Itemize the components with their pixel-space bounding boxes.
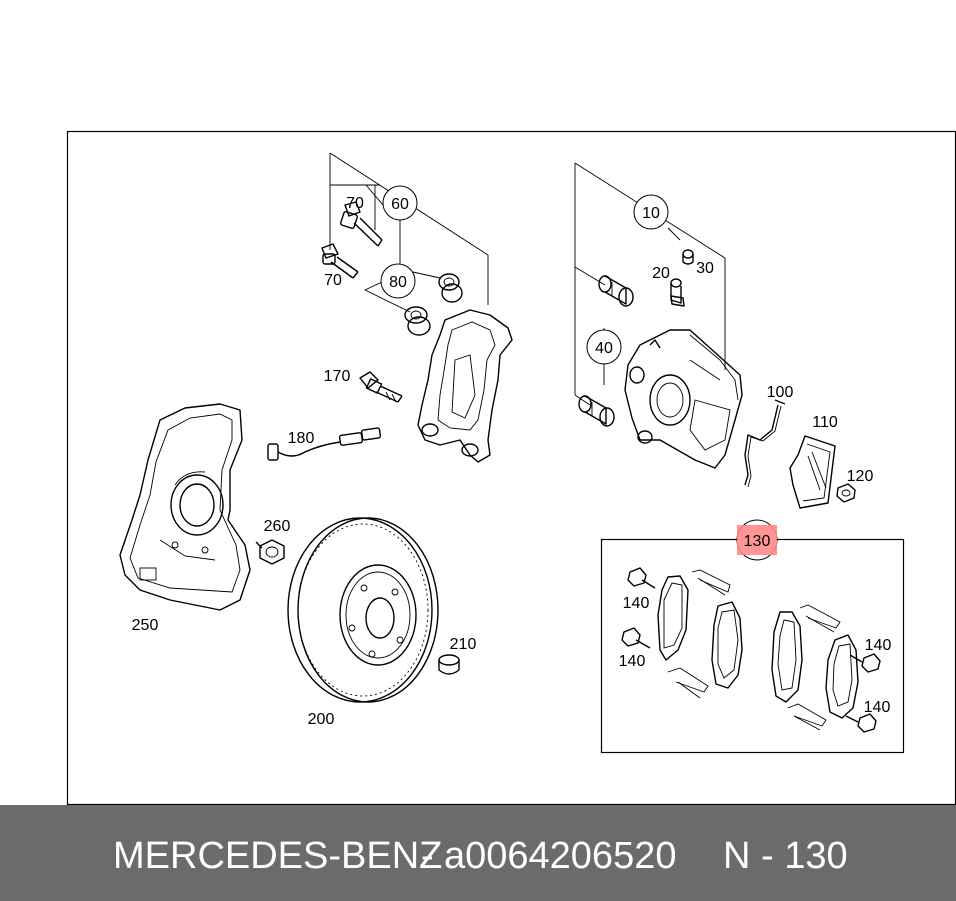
bolt-70-lower [321,243,359,279]
footer-separator: - [421,835,434,877]
pad-bolts-140 [621,567,881,733]
callout-circle-60 [382,185,418,221]
caliper-carrier [417,309,513,463]
diagram-position: N - 130 [723,835,848,877]
brake-caliper-10 [624,329,743,469]
bushing-80-b [404,306,431,336]
label-140-d: 140 [864,699,891,716]
callout-circle-40 [586,329,622,365]
callout-circle-80 [380,263,416,299]
label-10: 10 [642,205,660,222]
bolt-170 [359,371,403,403]
brake-pad-4 [825,634,859,719]
part-info-footer: MERCEDES-BENZ - a0064206520 N - 130 [0,805,956,901]
label-260: 260 [264,518,291,535]
plug-210 [438,654,460,675]
label-60: 60 [391,196,409,213]
label-250: 250 [132,617,159,634]
bleeder-20 [670,278,685,307]
label-140-c: 140 [865,637,892,654]
label-100: 100 [767,384,794,401]
label-30: 30 [696,260,714,277]
brake-pad-1 [657,575,689,661]
label-80: 80 [389,274,407,291]
label-120: 120 [847,468,874,485]
brand-name: MERCEDES-BENZ [113,835,443,877]
guide-pin-40-upper [598,275,634,307]
brake-pad-3 [771,611,803,703]
cover-plate-110 [789,435,836,509]
diagram-frame [66,130,956,805]
highlight-130 [737,525,777,555]
spring-clip-100 [744,399,786,488]
brake-disc-200 [287,517,439,703]
bushing-80-a [438,273,463,303]
nut-260 [255,539,285,565]
callout-circle-10 [633,194,669,230]
label-20: 20 [652,265,670,282]
bolt-120 [836,483,856,503]
label-140-b: 140 [619,653,646,670]
label-140-a: 140 [623,595,650,612]
bolt-70-upper [339,201,383,247]
cap-30 [682,249,694,265]
part-number: a0064206520 [444,835,677,877]
part-labels: 10 20 30 40 60 70 70 80 100 110 120 130 … [132,195,892,728]
pad-clips [667,569,841,731]
label-110: 110 [812,414,838,431]
brake-pad-2 [711,601,743,689]
wear-sensor-180 [267,427,382,461]
label-170: 170 [324,368,351,385]
splash-shield-250 [119,403,251,611]
label-40: 40 [595,340,613,357]
label-130: 130 [744,533,771,550]
label-180: 180 [288,430,315,447]
leader-lines [329,152,757,540]
exploded-parts-diagram: 10 20 30 40 60 70 70 80 100 110 120 130 … [66,130,956,805]
label-70-lower: 70 [324,272,342,289]
label-70-upper: 70 [346,195,364,212]
label-210: 210 [450,636,477,653]
guide-pin-40-lower [578,395,615,427]
label-200: 200 [308,711,335,728]
